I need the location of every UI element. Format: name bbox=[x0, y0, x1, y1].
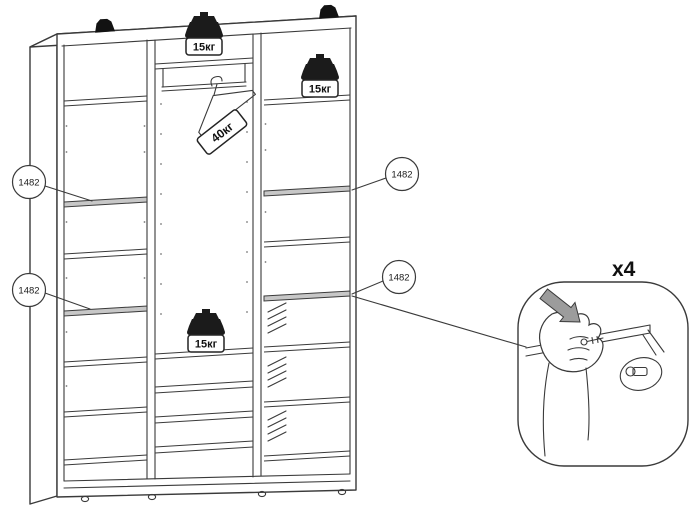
detail-inset: x4 bbox=[351, 258, 689, 467]
callout-circle bbox=[11, 164, 47, 200]
weight-capacity-label: 15кг bbox=[195, 339, 218, 351]
part-callouts: 1482 1482 1482 1482 bbox=[11, 156, 420, 310]
callout-circle bbox=[11, 272, 47, 308]
vertical-dividers bbox=[146, 32, 262, 480]
left-section-shelves bbox=[63, 95, 148, 466]
part-number-label: 1482 bbox=[391, 170, 412, 181]
hardware-quantity-label: x4 bbox=[612, 258, 636, 281]
highlighted-shelf bbox=[63, 196, 148, 208]
weight-label-box bbox=[185, 37, 223, 56]
arrow-icon bbox=[539, 288, 581, 323]
weight-label-box bbox=[301, 79, 339, 98]
front-carcass bbox=[56, 15, 357, 498]
part-callout: 1482 bbox=[11, 272, 91, 310]
highlighted-shelf bbox=[263, 290, 351, 302]
drawer-runner-hatches bbox=[267, 302, 287, 442]
top-bracket-icon bbox=[319, 4, 340, 19]
weight-icon: 15кг bbox=[185, 12, 223, 56]
weight-label-box bbox=[187, 334, 225, 353]
screw-icon bbox=[580, 335, 604, 346]
wardrobe-frame bbox=[29, 4, 357, 505]
weight-icon: 15кг bbox=[301, 54, 339, 98]
part-number-label: 1482 bbox=[18, 178, 39, 189]
callout-circle bbox=[381, 259, 417, 295]
highlighted-shelf bbox=[263, 185, 351, 197]
part-callout: 1482 bbox=[351, 259, 417, 295]
leader-line bbox=[351, 295, 527, 348]
part-callout: 1482 bbox=[11, 164, 93, 202]
hanging-rail bbox=[161, 62, 247, 92]
weight-capacity-label: 15кг bbox=[309, 84, 332, 96]
drawer-stack bbox=[154, 380, 254, 454]
weight-icon: 15кг bbox=[187, 309, 225, 353]
right-section-shelves bbox=[263, 94, 351, 462]
part-number-label: 1482 bbox=[18, 286, 39, 297]
highlighted-shelf bbox=[63, 305, 148, 317]
weight-capacity-label: 15кг bbox=[193, 42, 216, 54]
left-side-panel bbox=[29, 33, 58, 505]
feet bbox=[80, 488, 347, 503]
part-number-label: 1482 bbox=[388, 273, 409, 284]
top-bracket-icon bbox=[95, 18, 116, 33]
callout-circle bbox=[384, 156, 420, 192]
part-callout: 1482 bbox=[351, 156, 420, 192]
cam-lock-icon bbox=[619, 357, 663, 391]
hand-icon bbox=[538, 311, 604, 457]
